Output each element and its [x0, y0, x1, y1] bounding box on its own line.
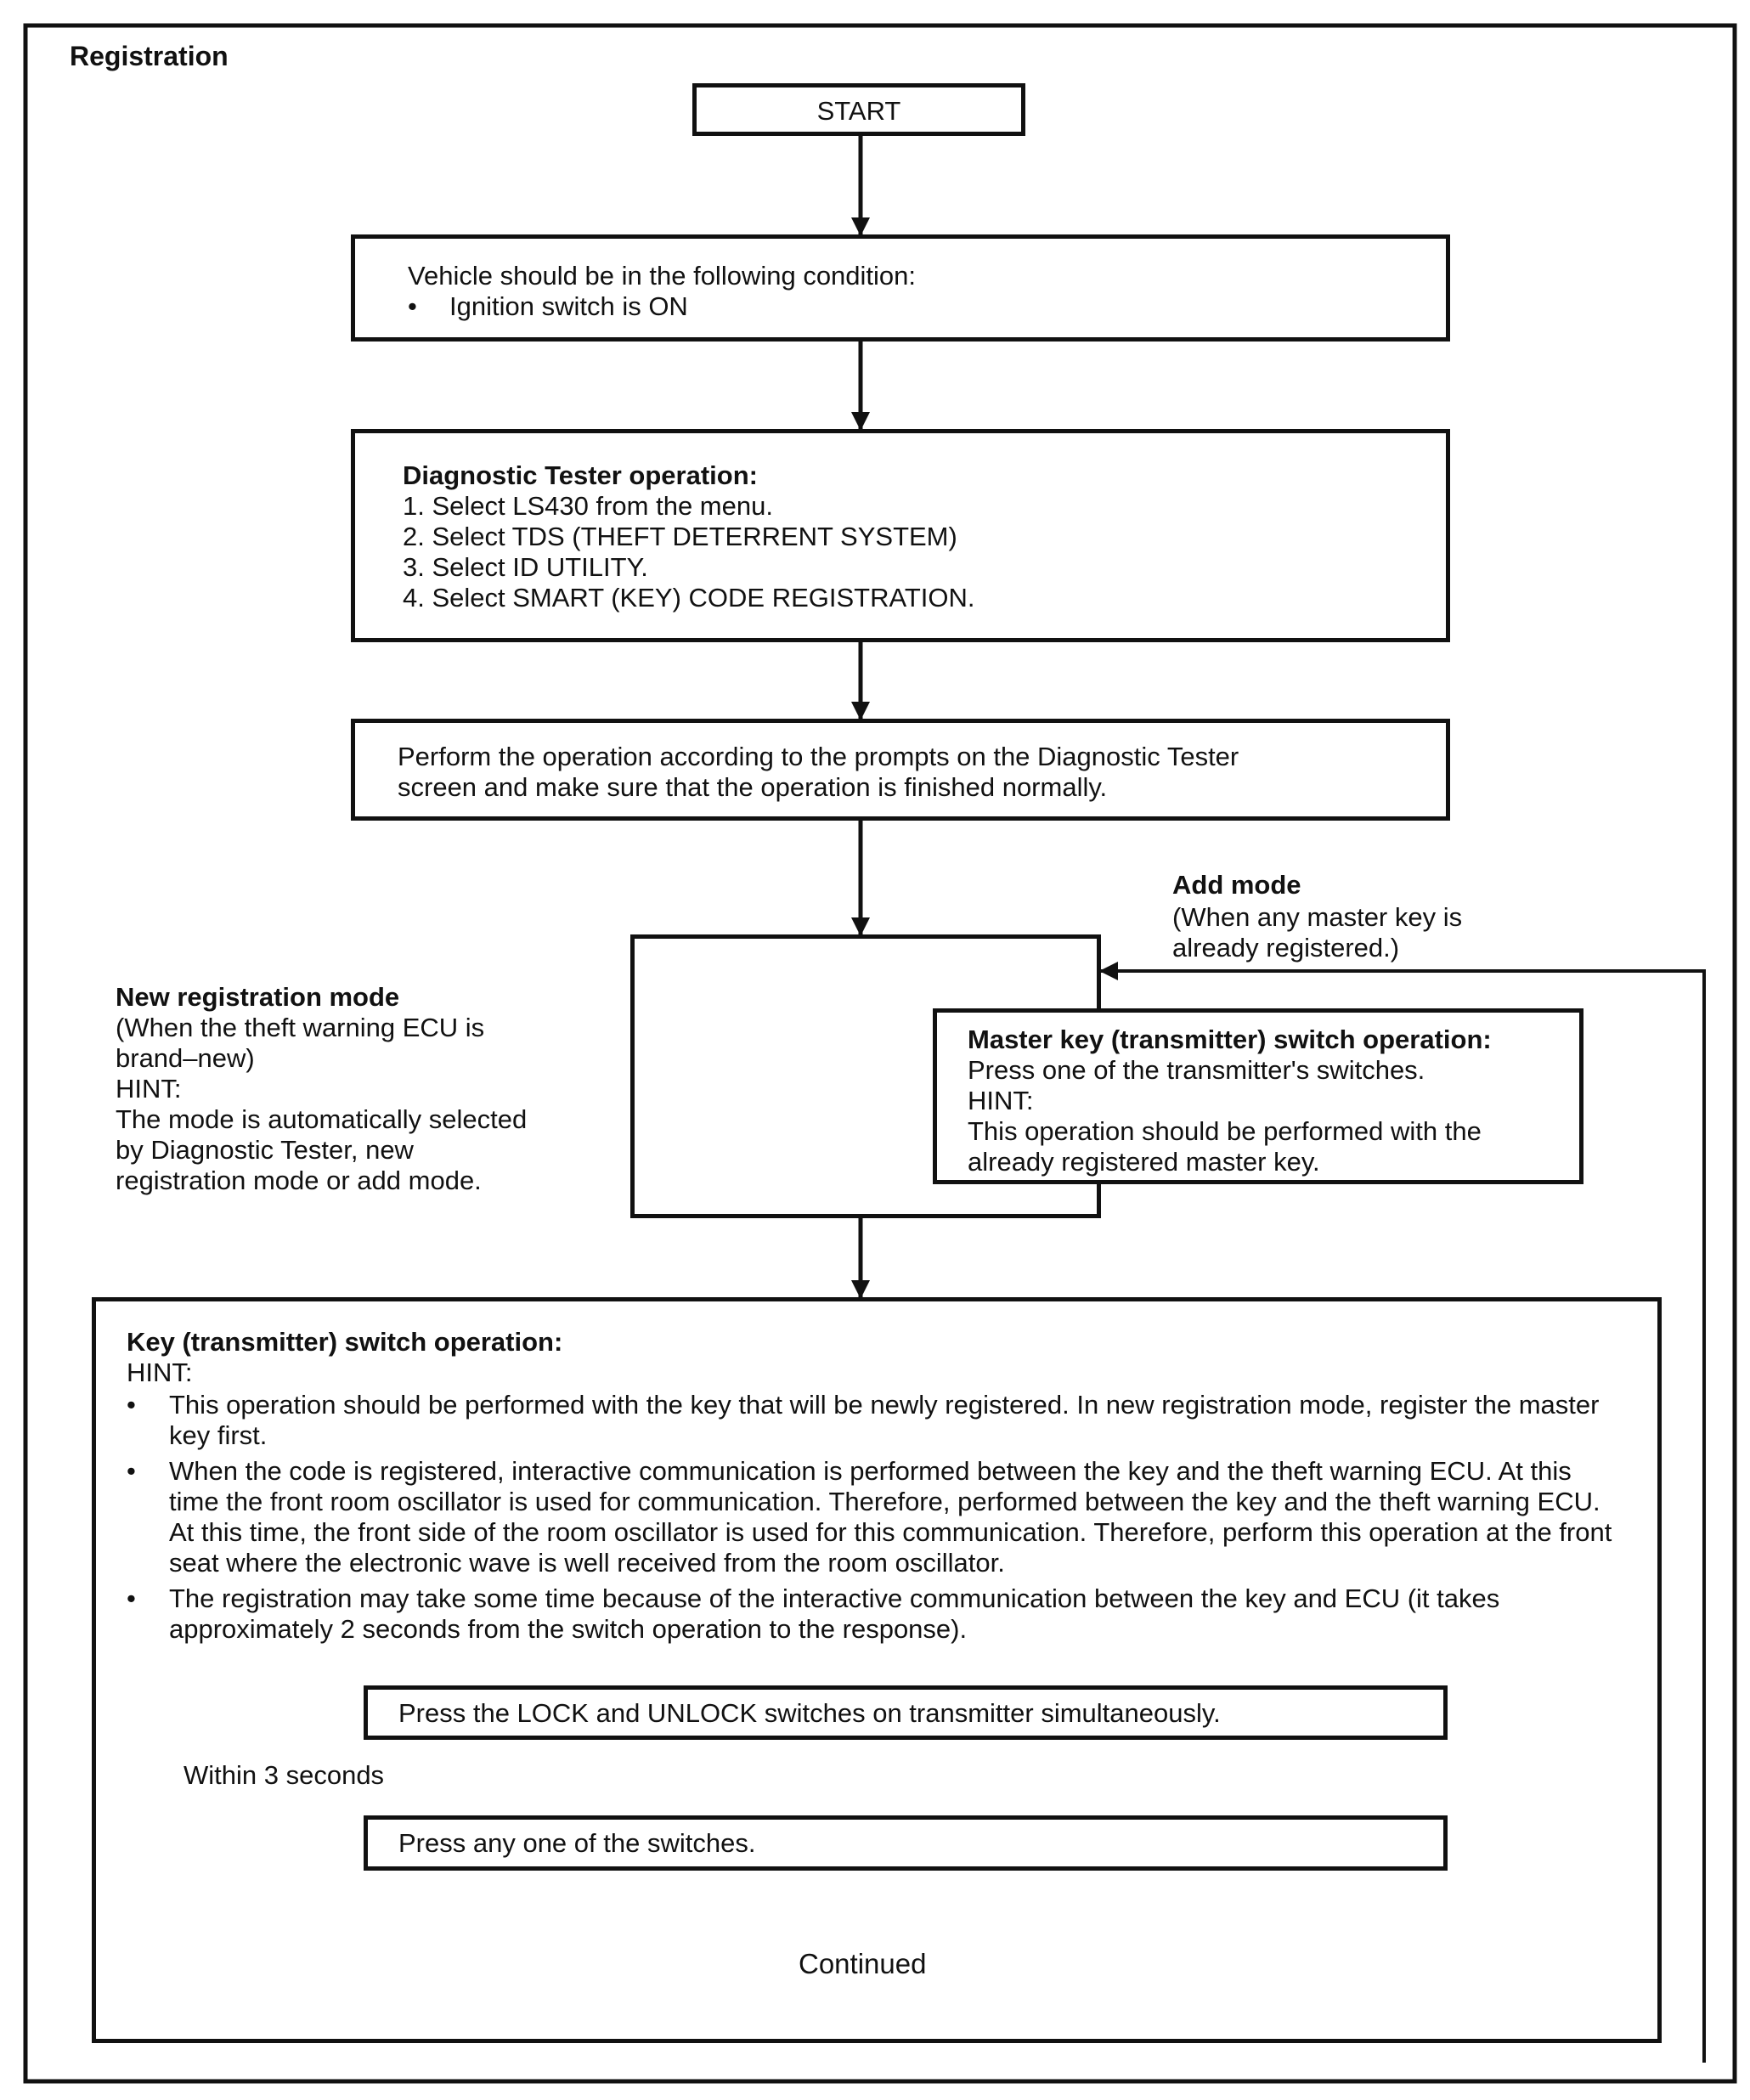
key-op-box: Key (transmitter) switch operation: HINT… — [92, 1297, 1662, 2043]
tester-step-1: 1. Select LS430 from the menu. — [403, 491, 773, 521]
add-mode-line-1: (When any master key is — [1172, 902, 1463, 932]
bullet-dot: • — [127, 1390, 136, 1420]
outer-frame — [23, 23, 1737, 2084]
tester-box: Diagnostic Tester operation: 1. Select L… — [351, 429, 1450, 642]
tester-step-3: 3. Select ID UTILITY. — [403, 552, 648, 582]
key-op-heading: Key (transmitter) switch operation: — [127, 1327, 563, 1357]
tester-step-2: 2. Select TDS (THEFT DETERRENT SYSTEM) — [403, 522, 957, 551]
key-op-bullet-list: • This operation should be performed wit… — [127, 1390, 1622, 1650]
start-label: START — [816, 96, 901, 126]
add-mode-title: Add mode — [1172, 870, 1301, 900]
new-mode-line-6: registration mode or add mode. — [116, 1166, 482, 1195]
new-mode-line-4: The mode is automatically selected — [116, 1104, 528, 1134]
key-op-hint: HINT: — [127, 1358, 193, 1387]
condition-item: Ignition switch is ON — [449, 291, 688, 321]
start-node: START — [692, 83, 1025, 136]
add-mode-line-2: already registered.) — [1172, 933, 1400, 962]
within-label: Within 3 seconds — [183, 1760, 385, 1790]
master-key-line-3: This operation should be performed with … — [968, 1116, 1482, 1146]
section-title: Registration — [70, 41, 229, 71]
condition-bullet: • — [408, 291, 417, 321]
key-op-bullet-1-text: This operation should be performed with … — [169, 1390, 1600, 1450]
step2-box: Press any one of the switches. — [364, 1815, 1448, 1871]
key-op-bullet-3-text: The registration may take some time beca… — [169, 1583, 1500, 1644]
perform-line-1: Perform the operation according to the p… — [398, 742, 1239, 771]
condition-heading: Vehicle should be in the following condi… — [408, 261, 917, 291]
bullet-dot: • — [127, 1583, 136, 1613]
master-key-box: Master key (transmitter) switch operatio… — [933, 1008, 1583, 1184]
key-op-bullet-1: • This operation should be performed wit… — [127, 1390, 1622, 1451]
master-key-line-1: Press one of the transmitter's switches. — [968, 1055, 1425, 1085]
tester-heading: Diagnostic Tester operation: — [403, 460, 758, 490]
master-key-line-4: already registered master key. — [968, 1147, 1320, 1177]
key-op-bullet-3: • The registration may take some time be… — [127, 1583, 1622, 1645]
new-mode-title: New registration mode — [116, 982, 400, 1012]
step1-box: Press the LOCK and UNLOCK switches on tr… — [364, 1685, 1448, 1740]
new-mode-line-2: brand–new) — [116, 1043, 255, 1073]
new-mode-line-3: HINT: — [116, 1074, 182, 1104]
bullet-dot: • — [127, 1456, 136, 1486]
perform-line-2: screen and make sure that the operation … — [398, 772, 1108, 802]
continued-label: Continued — [799, 1948, 927, 1979]
master-key-line-2: HINT: — [968, 1086, 1034, 1115]
step2-text: Press any one of the switches. — [398, 1828, 756, 1858]
add-mode-loop — [1099, 962, 1706, 2063]
perform-box: Perform the operation according to the p… — [351, 719, 1450, 821]
master-key-heading: Master key (transmitter) switch operatio… — [968, 1025, 1492, 1054]
step1-text: Press the LOCK and UNLOCK switches on tr… — [398, 1698, 1221, 1728]
tester-step-4: 4. Select SMART (KEY) CODE REGISTRATION. — [403, 583, 975, 612]
new-mode-line-5: by Diagnostic Tester, new — [116, 1135, 414, 1165]
key-op-bullet-2: • When the code is registered, interacti… — [127, 1456, 1622, 1578]
new-mode-line-1: (When the theft warning ECU is — [116, 1013, 485, 1042]
key-op-bullet-2-text: When the code is registered, interactive… — [169, 1456, 1612, 1578]
condition-box: Vehicle should be in the following condi… — [351, 234, 1450, 342]
